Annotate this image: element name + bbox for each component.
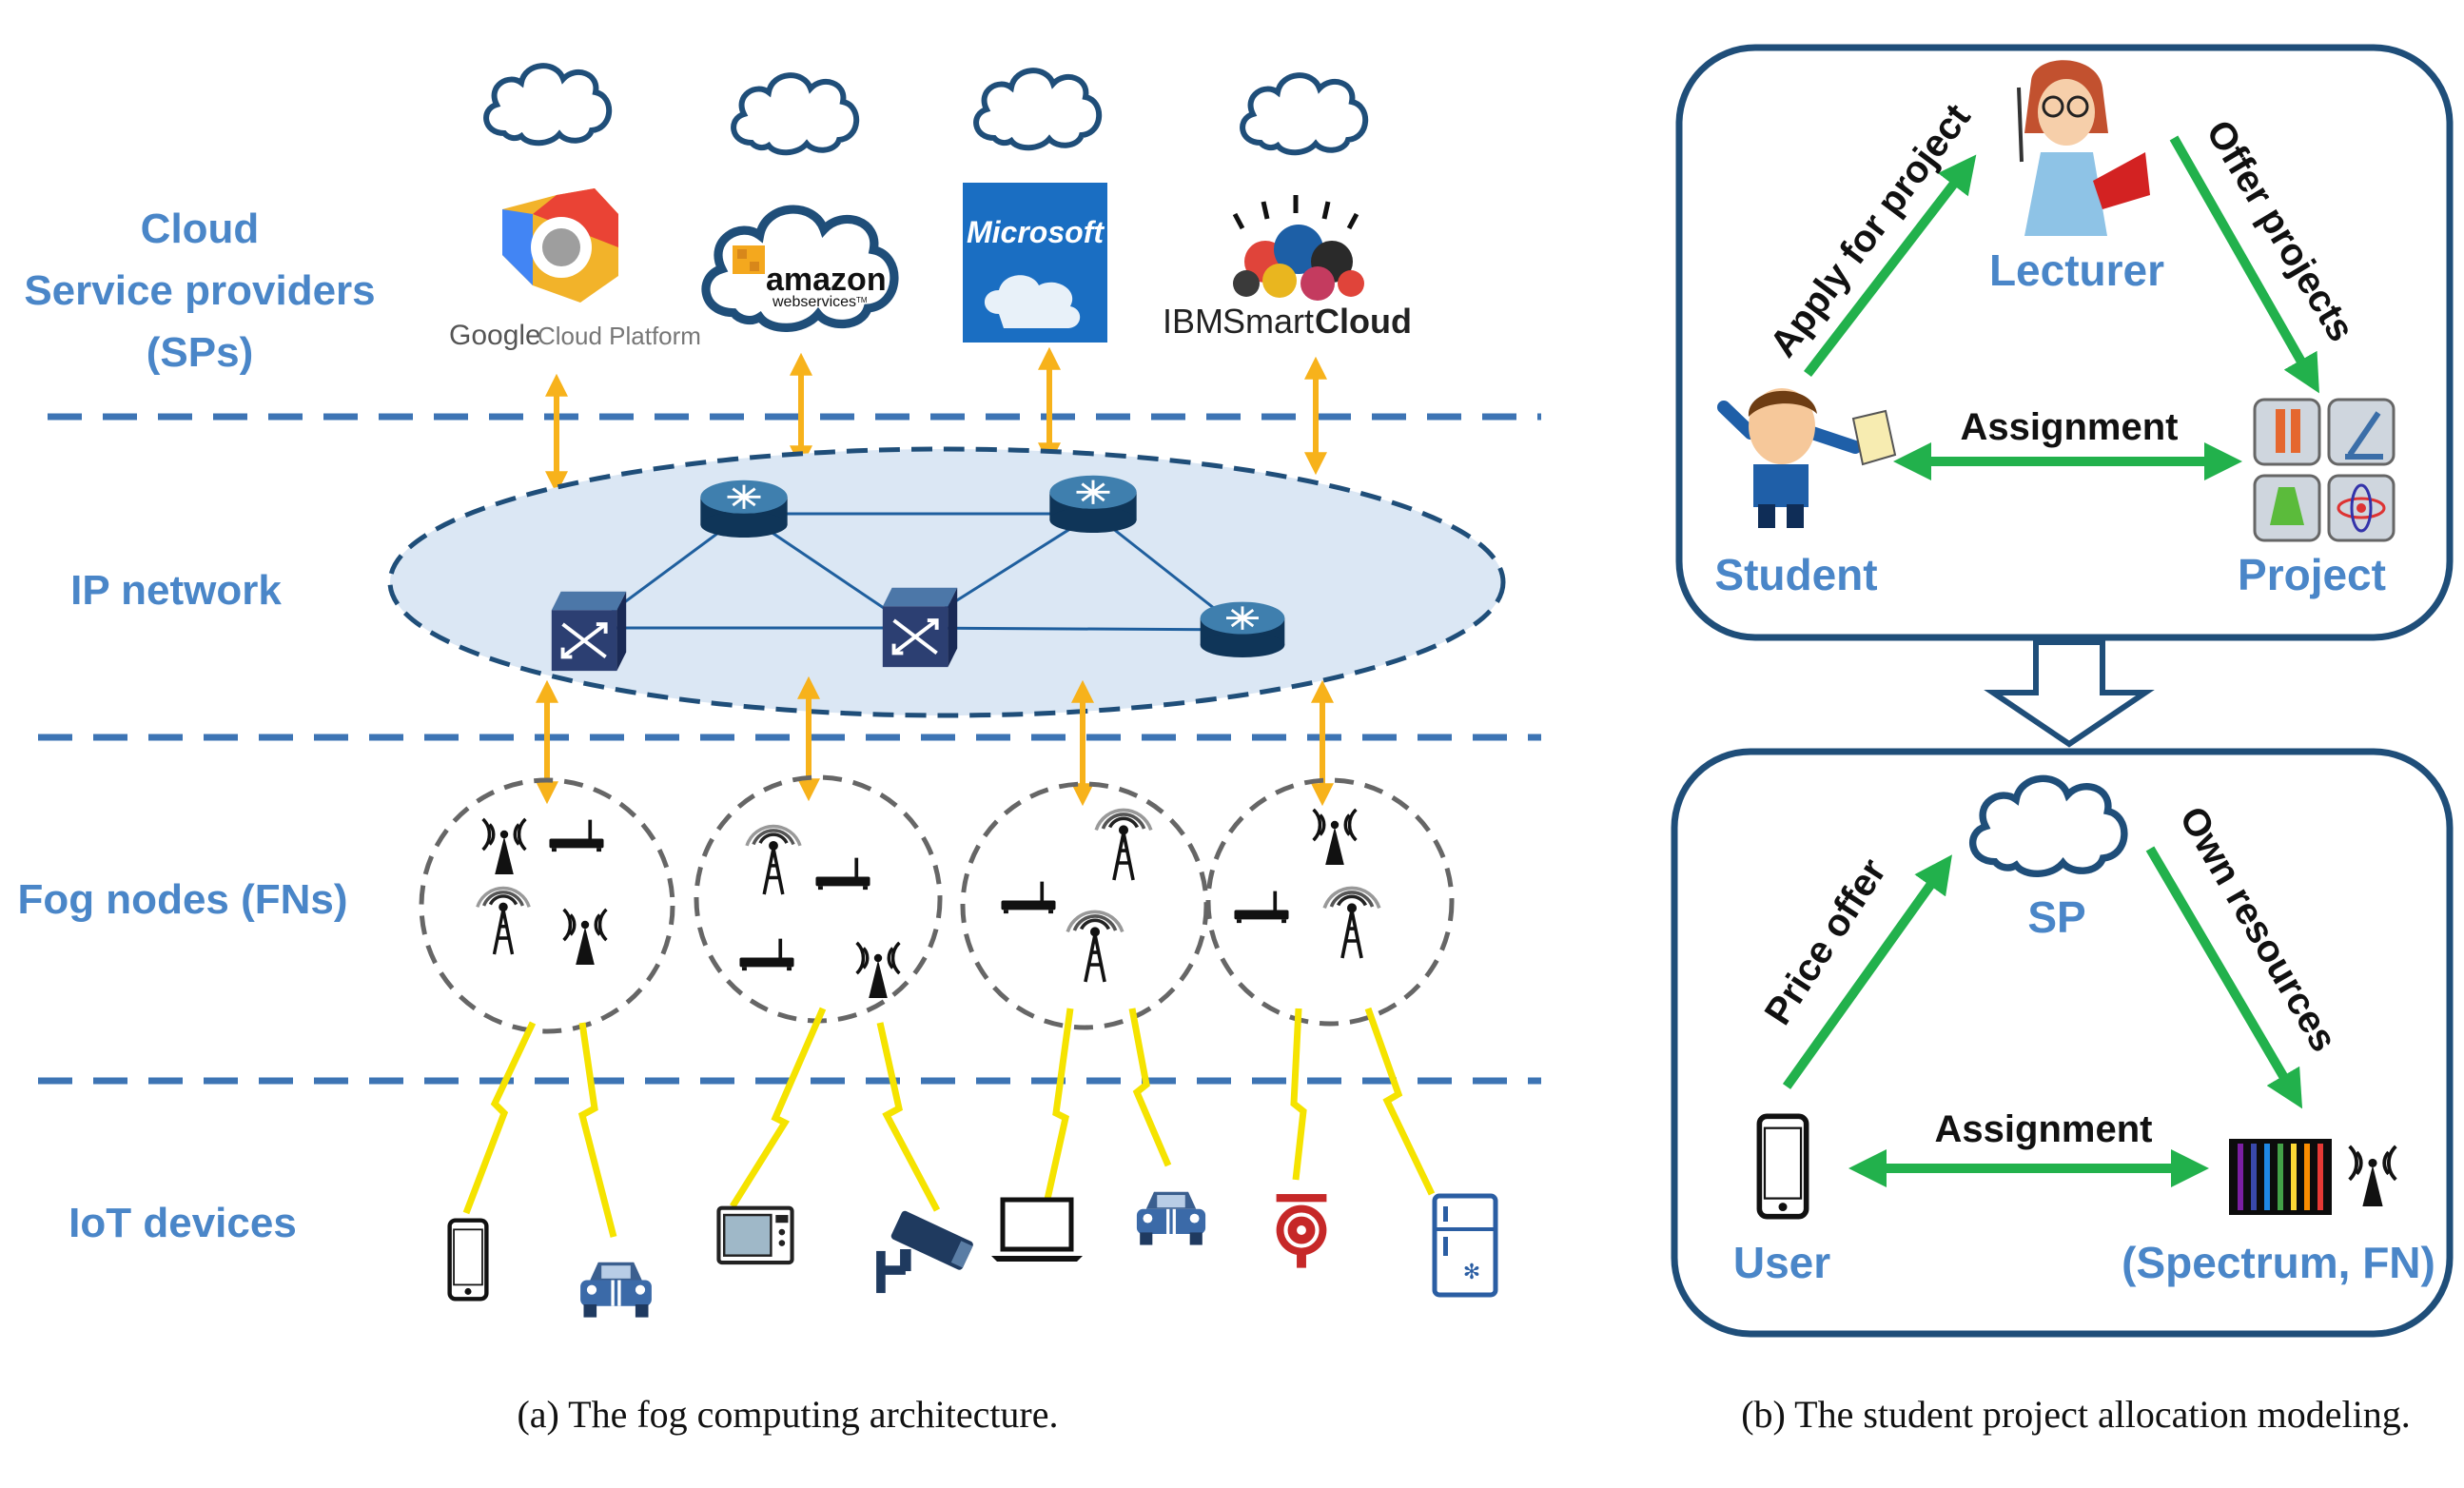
fog-layer-label: Fog nodes (FNs) [17, 876, 347, 923]
cloud-icon [733, 75, 856, 152]
wireless-link [577, 1022, 617, 1238]
wireless-link [462, 1021, 537, 1215]
switch-icon [880, 585, 960, 670]
access-point-icon [815, 857, 870, 891]
google-cloud-logo: Google Cloud Platform [449, 188, 701, 351]
wireless-link [730, 1007, 827, 1208]
smartphone-icon [450, 1221, 487, 1300]
car-icon [1136, 1191, 1206, 1245]
project-label: Project [2238, 550, 2386, 599]
ibm-logo-text: IBM [1163, 302, 1223, 341]
cloud-layer-label-line3: (SPs) [147, 329, 253, 376]
router-icon [1199, 600, 1286, 658]
cloud-icon [976, 70, 1099, 147]
wireless-link [1043, 1008, 1074, 1204]
car-icon [580, 1262, 652, 1318]
ibm-logo-text-smart: Smart [1222, 302, 1314, 341]
apply-arrow [1804, 154, 1977, 378]
antenna-icon [480, 817, 528, 876]
antenna-icon [476, 886, 531, 956]
user-label: User [1733, 1238, 1830, 1287]
assignment-label-bottom: Assignment [1935, 1108, 2153, 1150]
caption-a: (a) The fog computing architecture. [517, 1393, 1058, 1436]
cloud-icon [1242, 75, 1365, 152]
amazon-logo-trademark: TM [856, 296, 868, 304]
offer-arrow [2169, 135, 2319, 394]
assignment-label-top: Assignment [1961, 406, 2179, 448]
smartphone-icon [1759, 1116, 1806, 1216]
amazon-web-services-logo: amazon webservices TM [706, 209, 894, 327]
antenna-icon [745, 824, 802, 896]
project-icons [2253, 398, 2396, 542]
router-icon [698, 479, 790, 538]
wireless-link [876, 1022, 941, 1212]
fog-node-cluster [1205, 777, 1455, 1027]
fog-node-cluster [960, 781, 1209, 1030]
antenna-icon [1066, 910, 1124, 984]
spa-modeling-panel: Lecturer Student Project [1671, 44, 2454, 1338]
access-point-icon [1234, 891, 1289, 924]
google-logo-text: Google [449, 320, 541, 351]
antenna-icon [561, 908, 609, 967]
own-arrow [2145, 846, 2303, 1109]
access-point-icon [1001, 881, 1056, 914]
ip-network-ellipse [387, 446, 1506, 718]
fog-architecture-panel: Cloud Service providers (SPs) IP network… [17, 66, 1541, 1318]
antenna-icon [854, 941, 902, 1000]
cloud-layer-label-line2: Service providers [24, 267, 375, 314]
wireless-link [1128, 1008, 1172, 1167]
student-figure [1717, 388, 1897, 528]
access-point-icon [739, 938, 794, 971]
wireless-link [1290, 1008, 1307, 1181]
iot-layer-label: IoT devices [68, 1200, 297, 1246]
transform-arrow [1984, 639, 2155, 748]
switch-icon [549, 589, 629, 674]
ibm-smartcloud-logo: IBM Smart Cloud [1163, 195, 1412, 341]
security-camera-icon [876, 1209, 975, 1294]
wireless-links [462, 1007, 1436, 1238]
fog-node-cluster [694, 774, 943, 1024]
fridge-icon [1435, 1196, 1496, 1295]
lecturer-label: Lecturer [1989, 245, 2164, 295]
laptop-icon [991, 1200, 1083, 1262]
microsoft-logo: Microsoft [963, 183, 1107, 343]
cloud-icon [486, 66, 609, 143]
antenna-icon [1322, 886, 1381, 960]
ibm-logo-text-cloud: Cloud [1315, 302, 1412, 341]
fog-node-cluster [419, 777, 675, 1034]
resource-label: (Spectrum, FN) [2122, 1238, 2435, 1287]
access-point-icon [549, 819, 604, 852]
spectrum-icon [2229, 1139, 2332, 1215]
price-arrow [1782, 854, 1952, 1089]
sp-label: SP [2027, 892, 2085, 942]
sp-ip-arrows [545, 346, 1327, 495]
student-label: Student [1714, 550, 1877, 599]
ip-layer-label: IP network [70, 567, 282, 614]
router-icon [1047, 474, 1139, 534]
cloud-layer-label: Cloud [141, 206, 260, 252]
antenna-icon [1094, 808, 1153, 882]
wireless-link [1364, 1007, 1436, 1196]
amazon-logo-subtext: webservices [772, 294, 856, 310]
microwave-icon [718, 1208, 792, 1263]
alarm-bell-icon [1277, 1194, 1327, 1268]
amazon-logo-text: amazon [766, 262, 887, 298]
google-logo-subtext: Cloud Platform [538, 322, 701, 350]
lecturer-figure [2017, 60, 2150, 236]
microsoft-logo-text: Microsoft [967, 215, 1105, 249]
antenna-icon [1311, 808, 1359, 867]
caption-b: (b) The student project allocation model… [1741, 1393, 2411, 1436]
